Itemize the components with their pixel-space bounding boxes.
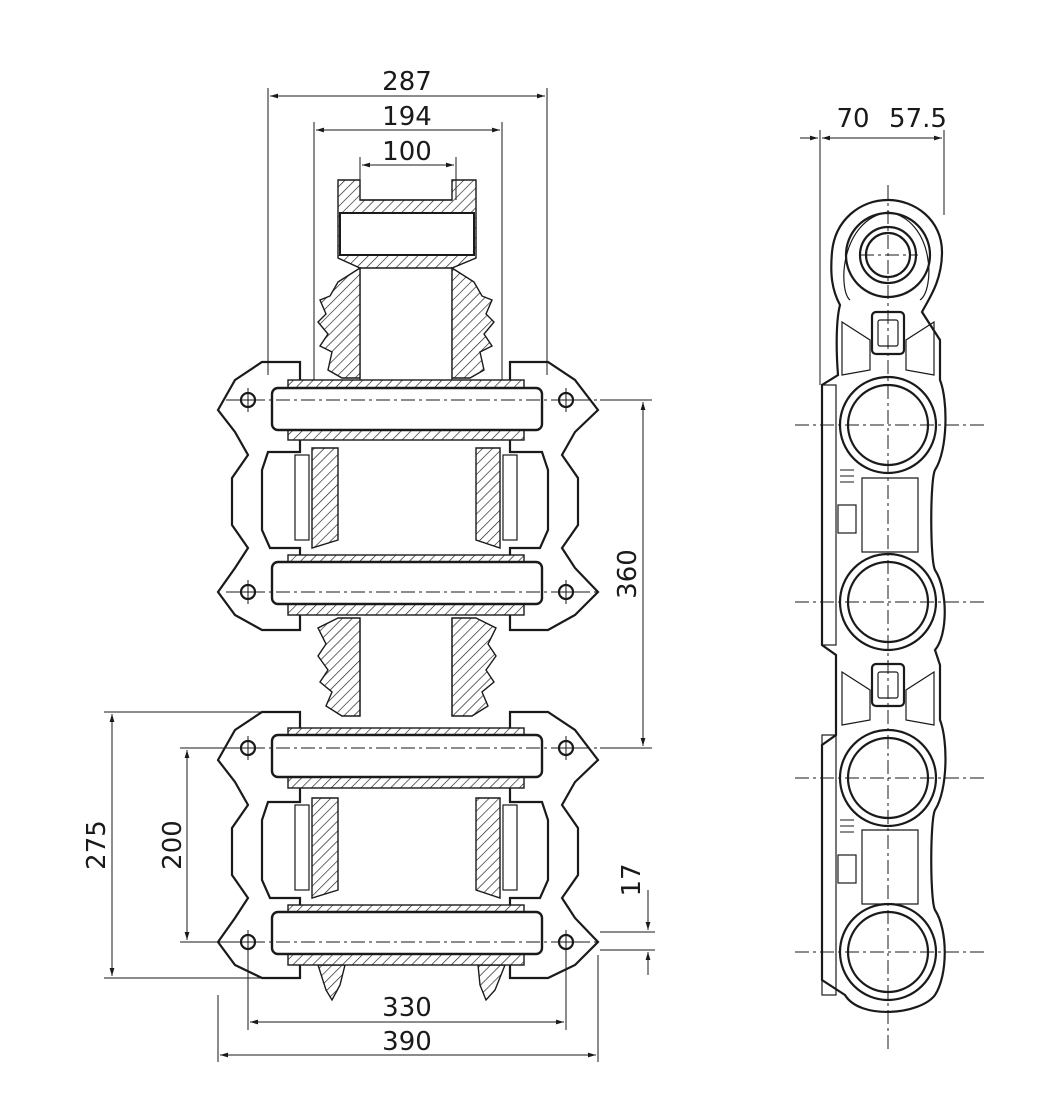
middle-tooth-plates	[317, 617, 497, 717]
lower-chisel-tips	[317, 964, 507, 1002]
dim-390: 390	[382, 1027, 432, 1057]
right-side-link-plates	[508, 360, 600, 980]
pin-bars	[270, 379, 544, 966]
side-view-bosses	[838, 211, 938, 1002]
dim-57-5: 57.5	[889, 104, 947, 134]
side-view-centre-lines	[795, 185, 985, 1050]
side-dimension-lines	[800, 130, 945, 385]
dim-360: 360	[613, 549, 643, 599]
side-view-side-plates	[821, 384, 857, 996]
dim-275: 275	[82, 820, 112, 870]
upper-tooth-plates	[317, 266, 495, 379]
front-dimension-lines	[104, 88, 655, 1062]
top-roller-bushing	[337, 179, 477, 380]
front-view: 287 194 100 360 275 200 17 330 390	[82, 67, 655, 1062]
dim-287: 287	[382, 67, 432, 97]
dim-194: 194	[382, 102, 432, 132]
dim-17: 17	[617, 863, 647, 896]
pin-centre-lines	[226, 399, 600, 943]
bolt-holes	[236, 388, 578, 954]
side-view: 70 57.5	[795, 104, 985, 1050]
left-side-link-plates	[216, 360, 302, 980]
dim-100: 100	[382, 137, 432, 167]
inner-web-plates	[294, 447, 518, 899]
dim-330: 330	[382, 993, 432, 1023]
dim-70: 70	[836, 104, 869, 134]
dim-200: 200	[158, 820, 188, 870]
